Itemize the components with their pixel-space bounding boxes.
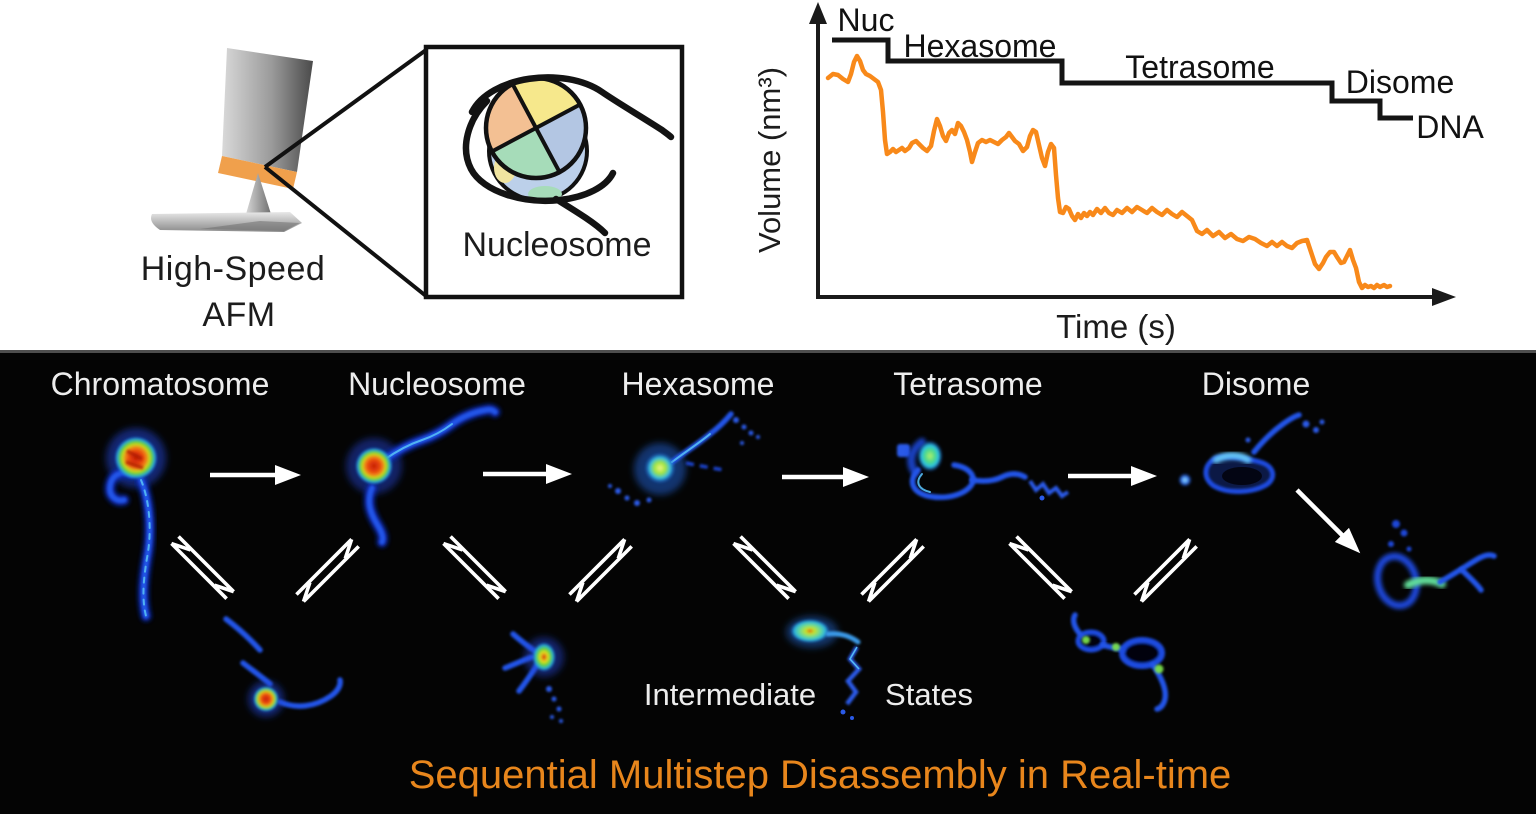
afm-label-line1: High-Speed [140,250,326,288]
afm-stage-shadow [200,221,300,231]
afm-schematic [151,48,313,232]
chart-y-axis-label: Volume (nm³) [752,66,787,254]
x-axis-arrowhead [1432,288,1456,306]
chromatosome-afm-image [104,428,166,622]
intermediate-states-label-left: Intermediate [643,677,817,712]
zoom-connector-bottom [263,165,428,298]
chart-step-label-tetrasome: Tetrasome [1125,49,1274,85]
afm-label-line2: AFM [202,296,276,334]
equilibrium-arrows [169,534,1199,604]
state-label-hexasome: Hexasome [621,366,775,402]
volume-step-annotation-line [832,37,1413,121]
intermediate-afm-image-4 [1070,612,1169,712]
free-dna-afm-image [1374,520,1497,610]
afm-cantilever-tip-band [218,156,297,189]
afm-cantilever [222,48,313,172]
intermediate-afm-image-3 [786,616,863,720]
hexasome-afm-image [608,411,760,506]
equilibrium-arrow-4-up [1132,537,1199,604]
intermediate-afm-image-2 [502,631,564,723]
chart-step-label-hexasome: Hexasome [904,28,1057,64]
tetrasome-afm-image [897,438,1070,501]
arrow-disome-to-dna [1295,488,1361,554]
chart-step-label-dna: DNA [1416,109,1484,145]
equilibrium-arrow-3-down [731,534,798,601]
afm-probe-tip-icon [246,173,271,214]
dna-strand-tail [552,195,609,237]
disome-afm-image [1178,412,1325,494]
transition-arrows [210,464,1361,554]
dna-strand-top [468,74,675,141]
chart-step-label-disome: Disome [1346,64,1454,100]
nucleosome-cartoon [462,74,675,237]
nucleosome-inset-label: Nucleosome [462,226,652,264]
nucleosome-divider-2 [490,102,582,154]
equilibrium-arrow-2-up [567,537,634,604]
intermediate-states-label-right: States [885,677,973,712]
dna-strand-wrap [462,97,617,204]
y-axis-arrowhead [809,2,827,24]
equilibrium-arrow-1-down [169,534,236,601]
state-label-disome: Disome [1201,366,1311,402]
chart-x-axis-label: Time (s) [1056,308,1176,345]
equilibrium-arrow-2-down [441,534,508,601]
zoom-connector-top [263,48,428,169]
equilibrium-arrow-1-up [294,537,361,604]
volume-trace-line [825,53,1393,291]
intermediate-afm-image-1 [223,616,343,717]
chart-step-label-nuc: Nuc [838,2,895,38]
equilibrium-arrow-3-up [859,537,926,604]
panel-canvas [104,404,1497,723]
equilibrium-arrow-4-down [1007,534,1074,601]
panel-title: Sequential Multistep Disassembly in Real… [408,753,1232,797]
afm-movie-panel: Chromatosome Nucleosome Hexasome Tetraso… [0,350,1536,814]
nucleosome-afm-image [346,404,501,548]
state-label-tetrasome: Tetrasome [893,366,1043,402]
state-label-nucleosome: Nucleosome [348,366,526,402]
state-label-chromatosome: Chromatosome [50,366,270,402]
